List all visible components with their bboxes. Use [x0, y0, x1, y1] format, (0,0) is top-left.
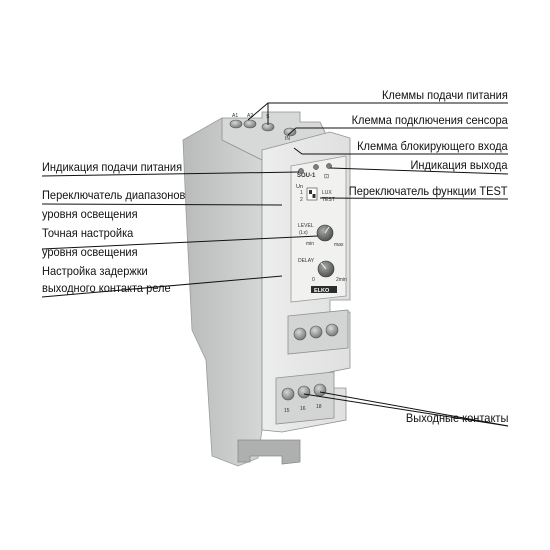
callout-output-contacts: Выходные контакты: [405, 411, 508, 425]
level-min-label: min: [306, 241, 314, 247]
leader-range-switch: [41, 203, 283, 206]
level-knob-pointer-icon: [324, 226, 330, 234]
callout-range-switch-line1: Переключатель диапазонов: [42, 188, 186, 202]
top-terminal-label-a1: A1: [232, 113, 238, 119]
din-rail-clip: [237, 439, 301, 465]
callout-delay-adjust-line2: выходного контакта реле: [42, 281, 171, 295]
bottom-terminal-label-16: 16: [300, 406, 306, 412]
terminal-screw-icon[interactable]: [325, 323, 339, 337]
callout-blocking-input: Клемма блокирующего входа: [357, 139, 508, 153]
lux-label: LUX: [322, 190, 332, 196]
range-switch-lever-icon: [309, 190, 312, 194]
level-label: LEVEL: [298, 223, 314, 229]
leader-test-switch: [319, 197, 509, 200]
brand-logo-plate: [311, 286, 337, 293]
leader-blocking-input: [293, 147, 508, 155]
module-side-wall: [182, 117, 263, 467]
level-unit: (Lx): [299, 230, 308, 236]
callout-power-terminals: Клеммы подачи питания: [382, 88, 508, 102]
terminal-screw-icon[interactable]: [243, 119, 257, 129]
power-led-icon: [298, 168, 304, 174]
terminal-screw-icon[interactable]: [293, 327, 307, 341]
output-led-icon: [313, 164, 319, 170]
terminal-screw-icon[interactable]: [313, 383, 327, 397]
leader-power-indication: [41, 171, 300, 177]
relay-symbol-icon: ⊡: [324, 174, 329, 180]
brand-logo: ELKO: [314, 288, 330, 294]
callout-test-switch: Переключатель функции TEST: [349, 184, 508, 198]
switch-pos-2: 2: [300, 197, 303, 203]
front-panel-controls: SOU-1 Un ⊡ 1 2 LUX TEST LEVEL (Lx) min m…: [296, 163, 347, 294]
leader-output-contacts-2: [303, 393, 509, 427]
callout-delay-adjust-line1: Настройка задержки: [42, 264, 148, 278]
callout-sensor-terminal: Клемма подключения сенсора: [351, 113, 508, 127]
bottom-terminal-label-18: 18: [316, 404, 322, 410]
terminal-screw-icon[interactable]: [297, 385, 311, 399]
terminal-screw-icon[interactable]: [309, 325, 323, 339]
callout-fine-adjust-line2: уровня освещения: [42, 245, 138, 259]
callout-output-indication: Индикация выхода: [410, 158, 508, 172]
delay-max-label: 2min: [336, 277, 347, 283]
leader-delay-adjust: [41, 275, 283, 298]
model-label: SOU-1: [297, 173, 316, 179]
callout-power-indication: Индикация подачи питания: [42, 160, 183, 174]
output-led-icon: [326, 163, 332, 169]
top-terminal-screws: A1 A2 S IN: [229, 113, 297, 142]
leader-sensor-terminal: [287, 127, 508, 136]
delay-knob-pointer-icon: [320, 262, 327, 270]
top-terminal-label-in: IN: [285, 136, 290, 142]
leader-fine-adjust: [41, 235, 319, 250]
level-max-label: max: [334, 242, 344, 248]
un-label: Un: [296, 184, 303, 190]
bottom-terminal-label-15: 15: [284, 408, 290, 414]
top-terminal-label-a2: A2: [247, 113, 253, 119]
terminal-screw-icon[interactable]: [229, 119, 243, 129]
callout-fine-adjust-line1: Точная настройка: [42, 226, 134, 240]
switch-pos-1: 1: [300, 190, 303, 196]
delay-min-label: 0: [312, 277, 315, 283]
test-label: TEST: [322, 197, 335, 203]
delay-label: DELAY: [298, 258, 315, 264]
leader-lines: [41, 102, 509, 427]
leader-output-indication: [329, 167, 509, 175]
range-switch-lever-icon: [312, 194, 316, 198]
middle-terminal-screws: [293, 323, 339, 341]
terminal-screw-icon[interactable]: [281, 387, 295, 401]
callout-range-switch-line2: уровня освещения: [42, 207, 138, 221]
leader-output-contacts: [319, 391, 509, 427]
